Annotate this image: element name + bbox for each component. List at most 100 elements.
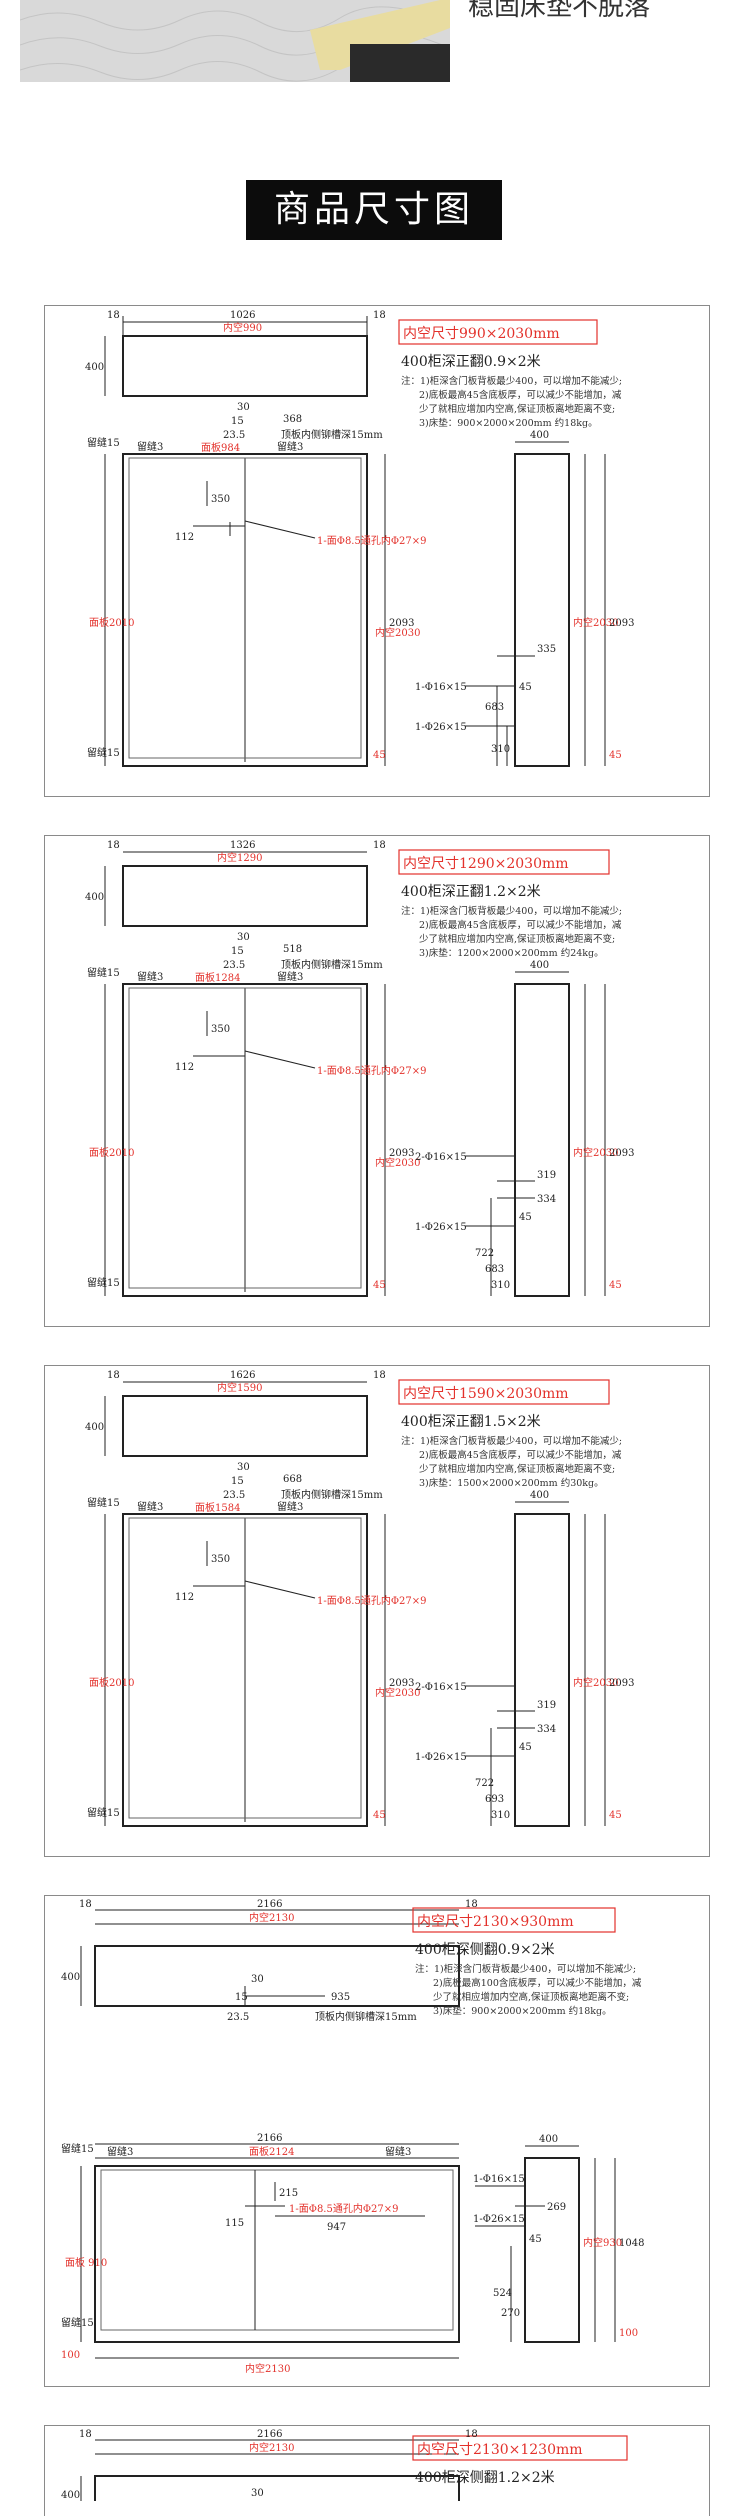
side-width: 400 — [539, 2134, 558, 2145]
hole-note: 1-面Φ8.5通孔内Φ27×9 — [289, 2202, 399, 2215]
side-inner-height: 内空2030 — [573, 1146, 618, 1159]
pin-26: 1-Φ26×15 — [415, 1752, 467, 1763]
dim-top-width: 1026 — [230, 310, 255, 321]
side-total-height: 2093 — [609, 1148, 634, 1159]
panel-title-red: 内空尺寸2130×1230mm — [417, 2442, 583, 2458]
dim-350: 350 — [211, 1024, 230, 1035]
panel-subtitle: 400柜深正翻1.5×2米 — [401, 1414, 541, 1430]
bottom-45: 45 — [373, 1280, 386, 1291]
panel-subtitle: 400柜深正翻1.2×2米 — [401, 884, 541, 900]
dim-350: 350 — [211, 494, 230, 505]
dim-30: 30 — [237, 932, 250, 943]
side-inner-height: 内空930 — [583, 2236, 622, 2249]
dimension-panel-3: 内空尺寸1590×2030mm 400柜深正翻1.5×2米 注：1)柜深含门板背… — [44, 1365, 710, 1857]
dim-947: 947 — [327, 2222, 346, 2233]
dim-45: 45 — [529, 2234, 542, 2245]
dim-inner-width: 内空1590 — [217, 1381, 262, 1394]
gap-right: 留缝3 — [277, 1500, 303, 1513]
dim-side-18: 18 — [79, 1899, 92, 1910]
inner-bottom: 内空2130 — [245, 2362, 290, 2375]
bottom-45: 45 — [373, 750, 386, 761]
dimension-panel-5: 内空尺寸2130×1230mm 400柜深侧翻1.2×2米 2166 内空213… — [44, 2425, 710, 2516]
dim-offset: 668 — [283, 1474, 302, 1485]
panel-title-red: 内空尺寸1590×2030mm — [403, 1386, 569, 1402]
dim-45: 45 — [519, 1742, 532, 1753]
panel-note: 少了就相应增加内空高,保证顶板离地距离不变; — [419, 1463, 615, 1475]
side-bottom-45: 45 — [609, 750, 622, 761]
dim-top-width: 1326 — [230, 840, 255, 851]
dim-112: 112 — [175, 1062, 194, 1073]
dim-23-5: 23.5 — [223, 1490, 245, 1501]
dimension-panel-2: 内空尺寸1290×2030mm 400柜深正翻1.2×2米 注：1)柜深含门板背… — [44, 835, 710, 1327]
hole-note: 1-面Φ8.5通孔内Φ27×9 — [317, 534, 427, 547]
dim-side-18: 18 — [373, 840, 386, 851]
bottom-45: 45 — [373, 1810, 386, 1821]
gap-15: 留缝15 — [61, 2142, 94, 2155]
bottom-gap: 留缝15 — [87, 746, 120, 759]
inner-height: 内空2030 — [375, 626, 420, 639]
groove-note: 顶板内侧铆槽深15mm — [281, 958, 383, 971]
panel-note: 3)床垫：900×2000×200mm 约18kg。 — [433, 2005, 612, 2017]
bottom-100: 100 — [61, 2350, 80, 2361]
face-height: 面板 910 — [65, 2256, 107, 2269]
dim-269: 269 — [547, 2202, 566, 2213]
dim-offset: 368 — [283, 414, 302, 425]
dim-215: 215 — [279, 2188, 298, 2199]
dim-15: 15 — [235, 1992, 248, 2003]
panel-note: 3)床垫：1500×2000×200mm 约30kg。 — [419, 1477, 604, 1489]
dim-depth-400: 400 — [85, 1422, 104, 1433]
groove-note: 顶板内侧铆槽深15mm — [315, 2010, 417, 2023]
inner-height: 内空2030 — [375, 1686, 420, 1699]
side-width: 400 — [530, 960, 549, 971]
dim-side-18: 18 — [373, 310, 386, 321]
dim-45: 45 — [519, 1212, 532, 1223]
gap-left: 留缝3 — [107, 2145, 133, 2158]
top-caption: 稳固床垫不脱落 — [468, 0, 651, 22]
panel-note: 注：1)柜深含门板背板最少400，可以增加不能减少; — [415, 1963, 636, 1975]
face-width: 面板2124 — [249, 2145, 294, 2158]
dim-350: 350 — [211, 1554, 230, 1565]
pin-16: 1-Φ16×15 — [473, 2174, 525, 2185]
face-height: 面板2010 — [89, 1676, 134, 1689]
side-335: 335 — [537, 644, 556, 655]
hole-note: 1-面Φ8.5通孔内Φ27×9 — [317, 1594, 427, 1607]
dim-side-18: 18 — [465, 2429, 478, 2440]
dim-310: 310 — [491, 1280, 510, 1291]
gap-15: 留缝15 — [87, 966, 120, 979]
dim-722: 722 — [475, 1778, 494, 1789]
face-height: 面板2010 — [89, 1146, 134, 1159]
dim-112: 112 — [175, 532, 194, 543]
dim-depth-400: 400 — [85, 362, 104, 373]
dim-inner-width: 内空2130 — [249, 1911, 294, 1924]
dim-30: 30 — [237, 402, 250, 413]
dim-depth-400: 400 — [61, 1972, 80, 1983]
dim-683: 683 — [485, 1264, 504, 1275]
dim-top-width: 1626 — [230, 1370, 255, 1381]
pin-16: 2-Φ16×15 — [415, 1152, 467, 1163]
pin-16: 2-Φ16×15 — [415, 1682, 467, 1693]
dimension-panel-1: 内空尺寸990×2030mm 400柜深正翻0.9×2米 注：1)柜深含门板背板… — [44, 305, 710, 797]
pin-16: 1-Φ16×15 — [415, 682, 467, 693]
panel-subtitle: 400柜深侧翻0.9×2米 — [415, 1942, 555, 1958]
dim-depth-400: 400 — [61, 2490, 80, 2501]
panel-note: 2)底板最高45含底板厚，可以减少不能增加，减 — [419, 389, 622, 401]
side-width: 400 — [530, 1490, 549, 1501]
panel-note: 2)底板最高45含底板厚，可以减少不能增加，减 — [419, 1449, 622, 1461]
face-width: 面板984 — [201, 441, 240, 454]
dim-offset: 518 — [283, 944, 302, 955]
mattress-photo — [20, 0, 450, 82]
panel-note: 2)底板最高45含底板厚，可以减少不能增加，减 — [419, 919, 622, 931]
panel-note: 少了就相应增加内空高,保证顶板离地距离不变; — [433, 1991, 629, 2003]
dim-inner-width: 内空1290 — [217, 851, 262, 864]
bottom-gap: 留缝15 — [87, 1276, 120, 1289]
dim-side-18: 18 — [107, 1370, 120, 1381]
dim-top-width-2: 2166 — [257, 2133, 282, 2144]
dim-30: 30 — [237, 1462, 250, 1473]
panel-subtitle: 400柜深正翻0.9×2米 — [401, 354, 541, 370]
dim-23-5: 23.5 — [223, 430, 245, 441]
side-319: 319 — [537, 1170, 556, 1181]
dim-side-18: 18 — [107, 840, 120, 851]
total-height: 2093 — [389, 1678, 414, 1689]
dim-115: 115 — [225, 2218, 244, 2229]
dim-inner-width: 内空2130 — [249, 2441, 294, 2454]
